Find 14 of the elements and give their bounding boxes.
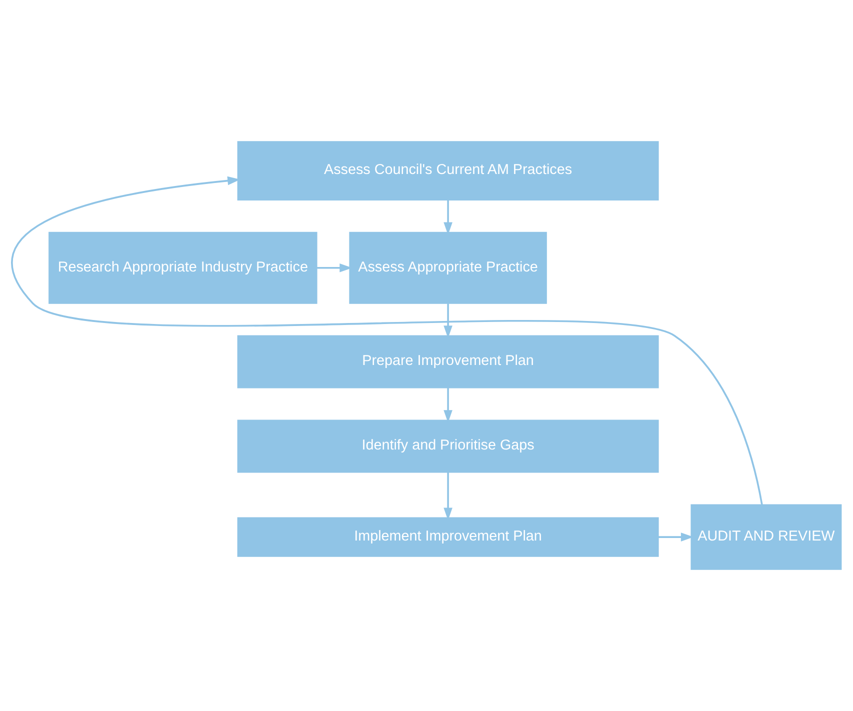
arrow	[444, 472, 452, 520]
arrow	[444, 304, 452, 338]
arrow	[317, 263, 352, 272]
arrow	[444, 200, 452, 235]
arrow	[444, 388, 452, 423]
node-box: Assess Council's Current AM Practices	[237, 141, 659, 200]
arrow	[12, 176, 763, 505]
node-box: Implement Improvement Plan	[237, 517, 659, 557]
node-box: Identify and Prioritise Gaps	[237, 420, 659, 473]
node-box: Prepare Improvement Plan	[237, 335, 659, 388]
arrow	[658, 532, 694, 542]
node-box: Research Appropriate Industry Practice	[48, 232, 318, 304]
node-box: AUDIT AND REVIEW	[690, 504, 842, 570]
node-box: Assess Appropriate Practice	[349, 232, 547, 304]
